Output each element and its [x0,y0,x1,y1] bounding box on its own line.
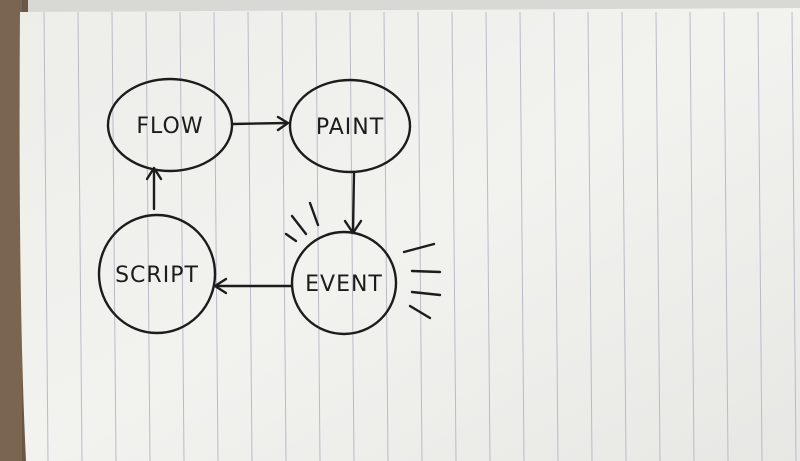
node-script-circle [97,213,217,335]
node-flow-circle [106,77,234,173]
rule-line [281,11,287,461]
node-flow-label: FLOW [136,114,203,139]
rule-line [689,11,695,461]
rule-line [655,11,661,461]
rule-line [757,11,763,461]
rule-line [417,11,423,461]
rule-line [723,11,729,461]
rule-line [485,11,491,461]
node-event-label: EVENT [305,272,383,297]
rule-line [111,11,117,461]
rule-line [247,11,253,461]
rule-line [451,11,457,461]
node-paint-label: PAINT [316,115,384,140]
edge-script-flow-arrowhead [145,166,163,181]
rule-line [349,11,355,461]
rule-line [213,11,219,461]
rule-line [553,11,559,461]
edge-event-script-arrowhead [213,277,228,295]
notebook-page [19,8,800,461]
edge-flow-paint-line [231,121,289,126]
desk-edge [0,0,22,461]
rule-line [791,11,797,461]
rule-line [519,11,525,461]
rule-line [43,11,49,461]
rule-line [179,11,185,461]
rule-line [383,11,389,461]
node-paint-circle [288,78,412,174]
event-emphasis-marks [284,201,442,320]
rule-lines [43,11,797,461]
rule-line [77,11,83,461]
edge-flow-paint-arrowhead [276,115,290,132]
rule-line [621,11,627,461]
edge-paint-event-arrowhead [343,219,363,235]
rule-line [587,11,593,461]
rule-line [145,11,151,461]
node-event-circle [290,230,398,336]
node-script-label: SCRIPT [115,263,199,288]
edge-paint-event-line [351,170,356,234]
